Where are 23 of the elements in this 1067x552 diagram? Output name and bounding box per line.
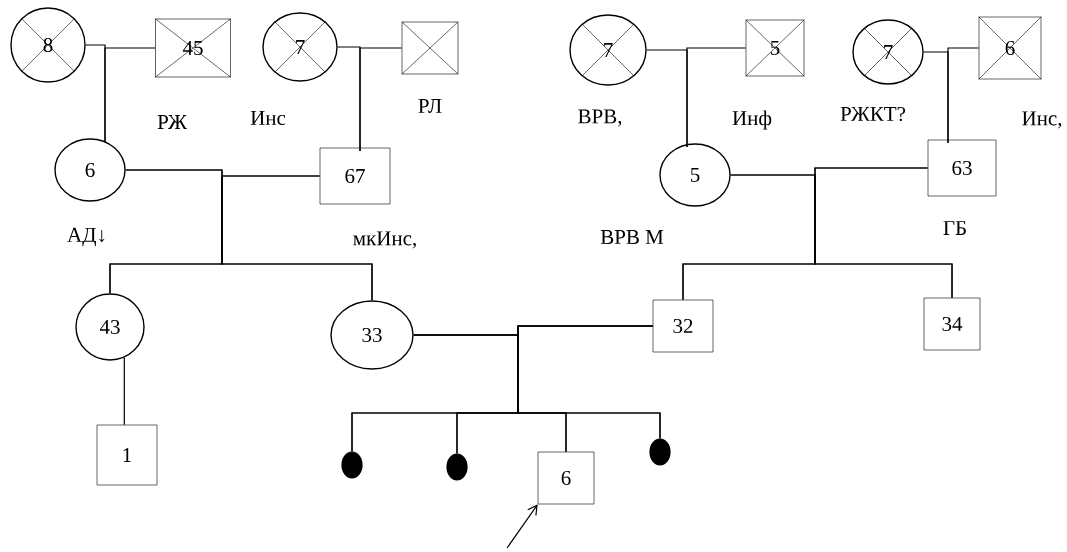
pedigree-line xyxy=(686,47,747,148)
diagnosis-label: Инс, xyxy=(1022,111,1062,129)
diagnosis-label: ГБ xyxy=(943,221,966,235)
diagnosis-label: АД↓ xyxy=(67,227,105,247)
affected-female-symbol xyxy=(341,451,363,479)
pedigree-line xyxy=(814,167,953,299)
affected-female-symbol xyxy=(446,453,468,481)
affected-female-symbol xyxy=(649,438,671,466)
diagnosis-label: РЖКТ? xyxy=(840,106,906,122)
deceased-male-symbol xyxy=(401,21,459,75)
pedigree-line xyxy=(221,175,373,301)
diagnosis-label: Инс xyxy=(250,111,286,125)
proband-arrow xyxy=(506,504,538,549)
pedigree-line xyxy=(359,47,403,152)
pedigree-line xyxy=(123,357,125,426)
pedigree-line xyxy=(104,47,156,143)
diagnosis-label: РЛ xyxy=(418,99,442,113)
diagnosis-label: Инф xyxy=(732,110,772,130)
diagnosis-label: мкИнс, xyxy=(353,231,416,249)
pedigree-line xyxy=(947,47,980,144)
diagnosis-label: РЖ xyxy=(157,115,187,129)
diagnosis-label: ВРВ, xyxy=(578,109,622,127)
diagnosis-label: ВРВ М xyxy=(600,230,664,244)
